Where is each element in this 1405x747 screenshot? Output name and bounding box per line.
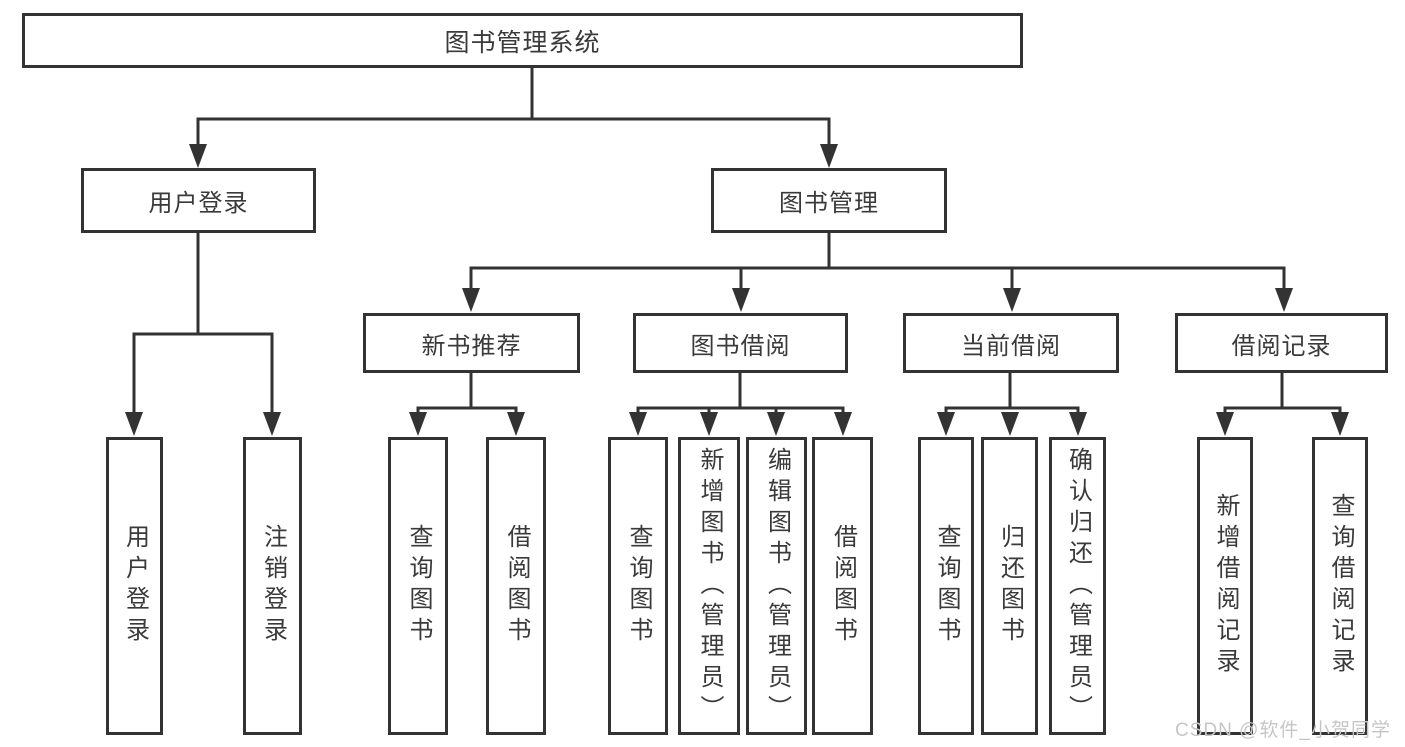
node-user-login-label: 用户登录: [148, 190, 249, 217]
leaf-query-borrow-record-label: 查询借阅记录: [1327, 493, 1354, 679]
leaf-logout-label: 注销登录: [259, 524, 287, 648]
node-root-label: 图书管理系统: [444, 28, 601, 57]
node-current-borrow: 当前借阅: [903, 313, 1119, 373]
node-new-book-recommend-label: 新书推荐: [421, 332, 522, 360]
csdn-watermark: CSDN @软件_小贺同学: [1175, 720, 1391, 741]
leaf-user-login: 用户登录: [106, 437, 163, 735]
leaf-borrow-books-label: 借阅图书: [829, 524, 857, 648]
leaf-confirm-return-admin-label: 确认归还（管理员）: [1064, 446, 1092, 726]
leaf-logout: 注销登录: [243, 437, 302, 735]
node-book-management: 图书管理: [711, 168, 947, 233]
node-user-login: 用户登录: [81, 168, 316, 233]
leaf-borrow-books: 借阅图书: [812, 437, 873, 735]
leaf-add-borrow-record-label: 新增借阅记录: [1212, 493, 1239, 679]
leaf-query-borrow-record: 查询借阅记录: [1312, 437, 1368, 735]
leaf-borrow-query-books-label: 查询图书: [625, 524, 652, 648]
leaf-add-borrow-record: 新增借阅记录: [1197, 437, 1253, 735]
leaf-recommend-query-books-label: 查询图书: [405, 524, 432, 648]
node-book-borrow: 图书借阅: [633, 313, 848, 373]
leaf-user-login-label: 用户登录: [121, 524, 149, 648]
node-borrow-records: 借阅记录: [1175, 313, 1388, 373]
node-borrow-records-label: 借阅记录: [1231, 332, 1332, 360]
leaf-add-books-admin: 新增图书（管理员）: [678, 437, 740, 735]
leaf-edit-books-admin-label: 编辑图书（管理员）: [763, 446, 791, 726]
leaf-borrow-query-books: 查询图书: [608, 437, 668, 735]
leaf-recommend-query-books: 查询图书: [388, 437, 448, 735]
leaf-return-books-label: 归还图书: [996, 524, 1024, 648]
leaf-edit-books-admin: 编辑图书（管理员）: [746, 437, 807, 735]
leaf-recommend-borrow-books: 借阅图书: [486, 437, 546, 735]
leaf-confirm-return-admin: 确认归还（管理员）: [1049, 437, 1106, 735]
node-new-book-recommend: 新书推荐: [363, 313, 580, 373]
leaf-current-query-books: 查询图书: [918, 437, 974, 735]
node-root-system: 图书管理系统: [22, 13, 1023, 68]
leaf-recommend-borrow-books-label: 借阅图书: [503, 524, 530, 648]
leaf-return-books: 归还图书: [981, 437, 1038, 735]
node-current-borrow-label: 当前借阅: [961, 332, 1061, 360]
node-book-management-label: 图书管理: [779, 190, 879, 217]
leaf-current-query-books-label: 查询图书: [933, 524, 960, 648]
leaf-add-books-admin-label: 新增图书（管理员）: [696, 446, 723, 726]
node-book-borrow-label: 图书借阅: [690, 332, 791, 360]
arrowheads: [125, 144, 1349, 436]
